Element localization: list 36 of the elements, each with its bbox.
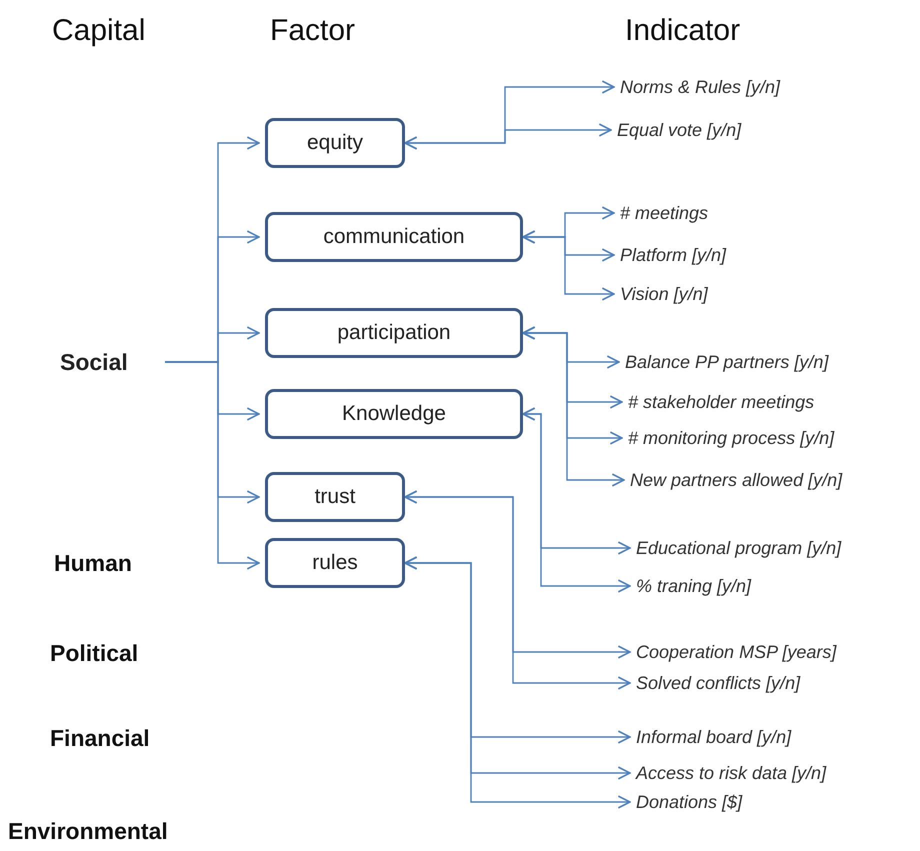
factor-box: communication <box>265 212 523 262</box>
indicator-label: Vision [y/n] <box>620 281 708 307</box>
capital-label: Financial <box>50 725 150 752</box>
indicator-label: # stakeholder meetings <box>628 389 814 415</box>
factor-box: Knowledge <box>265 389 523 439</box>
column-heading: Indicator <box>625 14 740 48</box>
arrow <box>165 361 260 570</box>
column-heading: Capital <box>52 14 146 48</box>
indicator-label: Donations [$] <box>636 789 742 815</box>
indicator-label: Solved conflicts [y/n] <box>636 670 800 696</box>
arrow <box>522 326 625 487</box>
indicator-label: New partners allowed [y/n] <box>630 467 842 493</box>
column-heading: Factor <box>270 14 356 48</box>
indicator-label: Equal vote [y/n] <box>617 117 742 143</box>
arrow <box>404 123 612 150</box>
indicator-label: Educational program [y/n] <box>636 535 842 561</box>
indicator-label: Access to risk data [y/n] <box>636 760 826 786</box>
indicator-label: Balance PP partners [y/n] <box>625 349 828 375</box>
indicator-label: Cooperation MSP [years] <box>636 639 836 665</box>
arrow <box>522 230 615 301</box>
indicator-label: # meetings <box>620 200 708 226</box>
indicator-label: # monitoring process [y/n] <box>628 425 834 451</box>
indicator-label: Platform [y/n] <box>620 242 726 268</box>
capital-label: Social <box>60 346 155 378</box>
arrow <box>522 407 631 593</box>
capital-label: Environmental <box>8 818 168 845</box>
capital-label: Political <box>50 640 138 667</box>
indicator-label: Informal board [y/n] <box>636 724 792 750</box>
factor-box: trust <box>265 472 405 522</box>
factor-box: participation <box>265 308 523 358</box>
indicator-label: Norms & Rules [y/n] <box>620 74 780 100</box>
arrow <box>404 490 631 690</box>
indicator-label: % traning [y/n] <box>636 573 752 599</box>
factor-box: rules <box>265 538 405 588</box>
factor-box: equity <box>265 118 405 168</box>
capital-label: Human <box>54 550 132 577</box>
